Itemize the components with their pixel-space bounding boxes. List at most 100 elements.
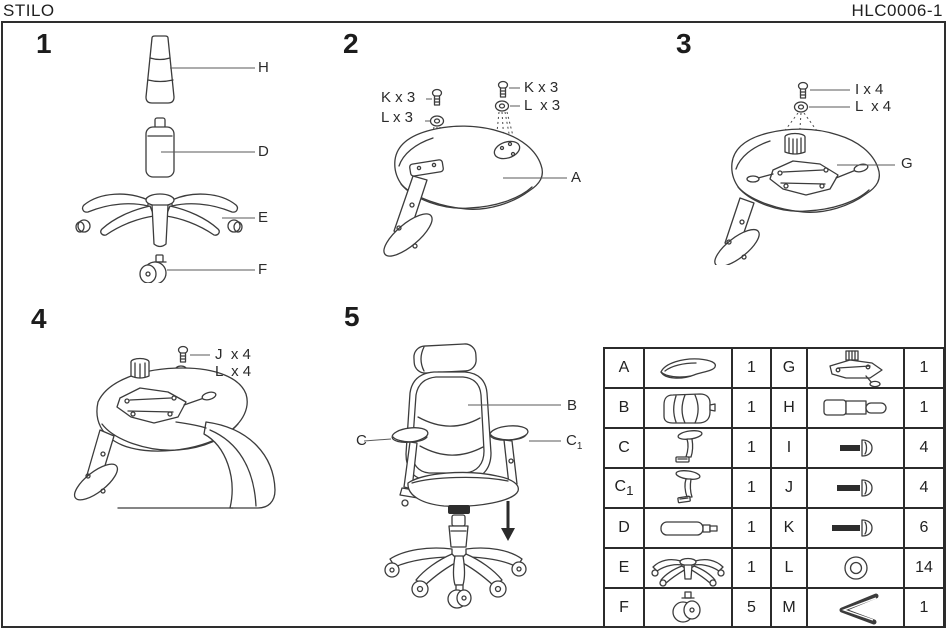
table-row: D 1 K 6 (603, 507, 945, 549)
part-icon-cell (806, 347, 905, 389)
under-seat-mechanism-drawing (448, 505, 470, 514)
armrest-drawing (710, 198, 765, 265)
step-1-number: 1 (36, 28, 52, 59)
screw-i-drawing (799, 83, 808, 99)
step-3-number: 3 (676, 28, 692, 59)
step-2-number: 2 (343, 28, 359, 59)
allen-key-icon (808, 590, 903, 626)
part-letter: C (603, 427, 645, 469)
label-a: A (571, 169, 582, 186)
step-4-diagram (58, 330, 313, 555)
part-letter: L (770, 547, 808, 589)
label-g: G (901, 155, 913, 172)
seat-cushion-drawing (408, 472, 518, 506)
headrest-post-icon (808, 393, 903, 423)
label-f: F (258, 261, 268, 278)
table-row: C1 1 J 4 (603, 467, 945, 509)
part-qty: 1 (903, 387, 945, 429)
label-l-x3-right: L x 3 (524, 97, 561, 114)
base-drawing (385, 548, 526, 608)
label-b: B (567, 397, 578, 414)
table-row: E 1 L 14 (603, 547, 945, 589)
step-2-diagram (355, 80, 590, 265)
part-letter: C1 (603, 467, 645, 509)
base-icon (645, 549, 731, 587)
mechanism-drawing (117, 359, 217, 424)
part-qty: 1 (731, 347, 772, 389)
part-icon-cell (806, 387, 905, 429)
gas-lift-drawing (146, 118, 174, 177)
armrest-right-icon (645, 469, 731, 507)
part-icon-cell (643, 587, 733, 628)
caster-drawing (140, 255, 166, 283)
label-e: E (258, 209, 269, 226)
label-d: D (258, 143, 269, 160)
part-letter: K (770, 507, 808, 549)
label-h: H (258, 59, 269, 76)
headrest-post-drawing (146, 36, 174, 103)
down-arrow (501, 501, 515, 541)
washer-l-left-drawing (431, 116, 444, 126)
part-qty: 5 (731, 587, 772, 628)
part-letter: H (770, 387, 808, 429)
backrest-icon (645, 389, 731, 427)
part-letter: F (603, 587, 645, 628)
label-c1: C1 (566, 432, 583, 452)
part-qty: 14 (903, 547, 945, 589)
label-j-x4: J x 4 (215, 346, 251, 363)
label-l-x3-left: L x 3 (381, 109, 413, 126)
table-row: C 1 I 4 (603, 427, 945, 469)
armrest-left-icon (645, 429, 731, 467)
part-qty: 1 (731, 467, 772, 509)
part-icon-cell (806, 507, 905, 549)
part-letter: D (603, 507, 645, 549)
part-icon-cell (806, 467, 905, 509)
mechanism-drawing (747, 134, 869, 196)
base-drawing (76, 194, 242, 247)
step-4-number: 4 (31, 303, 47, 334)
table-row: F 5 M 1 (603, 587, 945, 628)
brand-title: STILO (3, 1, 55, 20)
washer-icon (808, 552, 903, 584)
step-5-number: 5 (344, 301, 360, 332)
part-qty: 1 (731, 387, 772, 429)
part-qty: 1 (731, 547, 772, 589)
screw-j-drawing (179, 347, 188, 363)
parts-table: A 1 G 1 B 1 H 1 C 1 I 4 C1 1 J (603, 347, 945, 628)
part-letter: B (603, 387, 645, 429)
part-letter: I (770, 427, 808, 469)
step-1-diagram (70, 28, 270, 283)
part-icon-cell (643, 547, 733, 589)
gas-lift-icon (645, 514, 731, 542)
label-c: C (356, 432, 367, 449)
part-icon-cell (643, 427, 733, 469)
page-border (1, 21, 946, 628)
screw-k-left-drawing (433, 90, 442, 106)
armrest-drawing (378, 176, 438, 263)
right-armrest-drawing (489, 424, 528, 485)
washer-l-drawing (795, 102, 808, 112)
part-qty: 4 (903, 467, 945, 509)
label-k-x3-left: K x 3 (381, 89, 416, 106)
part-qty: 4 (903, 427, 945, 469)
part-icon-cell (643, 467, 733, 509)
label-l-x4: L x 4 (215, 363, 252, 380)
label-i-x4: I x 4 (855, 81, 884, 98)
part-qty: 1 (903, 587, 945, 628)
backrest-drawing (406, 372, 491, 480)
table-row: B 1 H 1 (603, 387, 945, 429)
part-letter: J (770, 467, 808, 509)
armrest-drawing (69, 430, 122, 506)
label-l-x4: L x 4 (855, 98, 892, 115)
part-qty: 6 (903, 507, 945, 549)
part-icon-cell (806, 587, 905, 628)
washer-l-right-drawing (496, 101, 509, 111)
screw-k-right-drawing (499, 82, 508, 98)
part-icon-cell (806, 547, 905, 589)
part-icon-cell (643, 507, 733, 549)
screw-mid-icon (808, 473, 903, 503)
screw-short-icon (808, 433, 903, 463)
part-icon-cell (806, 427, 905, 469)
step-3-diagram (698, 80, 943, 265)
